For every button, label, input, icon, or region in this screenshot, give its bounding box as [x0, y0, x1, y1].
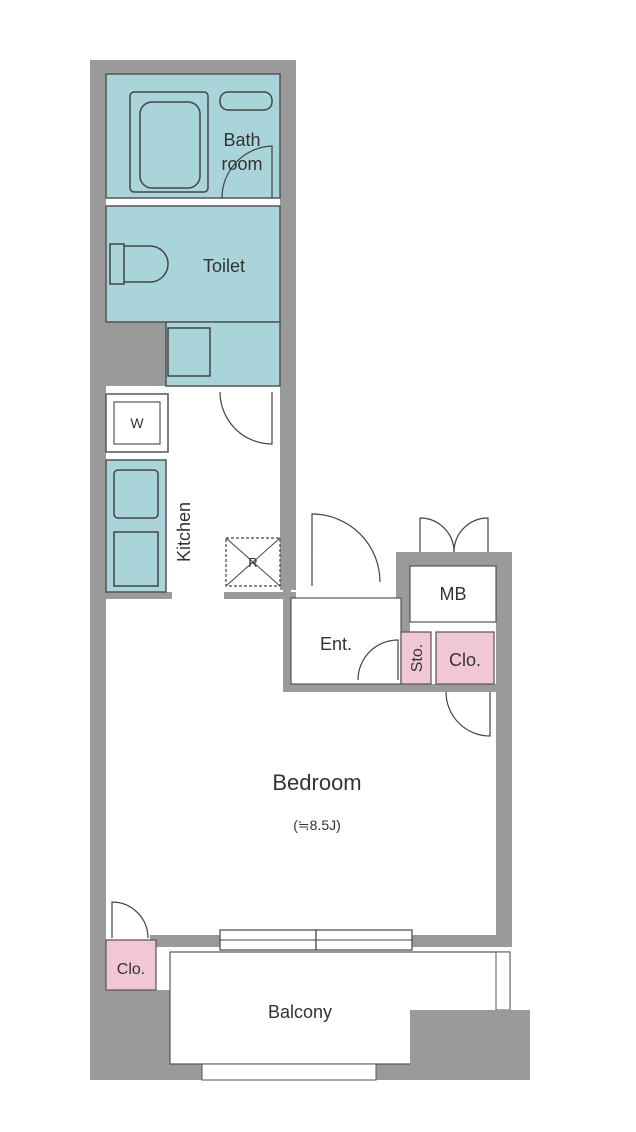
washer-area: W	[105, 393, 169, 453]
door-swing-icon	[419, 517, 455, 553]
toilet-label: Toilet	[203, 256, 245, 276]
washer-label: W	[130, 415, 144, 431]
wall-left	[90, 60, 106, 1080]
meter-box-label: MB	[440, 584, 467, 604]
balcony: Balcony	[169, 951, 511, 1081]
balcony-label: Balcony	[268, 1002, 332, 1022]
bathtub-icon	[129, 91, 209, 193]
sliding-door	[219, 929, 413, 951]
closet-entry-label: Clo.	[449, 650, 481, 670]
fridge-area: R	[225, 537, 281, 587]
stove-icon	[113, 531, 159, 587]
toilet-icon	[109, 243, 169, 285]
bathroom-label-line1: Bath	[223, 130, 260, 150]
wall-mb-top	[396, 552, 512, 566]
closet-entry: Clo.	[435, 631, 495, 737]
entrance: Ent.	[290, 513, 402, 685]
bathroom: Bath room	[105, 73, 281, 199]
wall-bottom-right-overlay	[410, 1010, 530, 1080]
kitchen-label: Kitchen	[174, 502, 194, 562]
wall-right-upper	[280, 60, 296, 590]
kitchen: Kitchen	[105, 459, 194, 593]
storage-label: Sto.	[409, 644, 426, 672]
bedroom-size: (≒8.5J)	[293, 817, 341, 833]
door-swing-icon	[445, 691, 491, 737]
meter-box: MB	[409, 517, 497, 623]
wall-entrance-bottom	[283, 684, 496, 692]
wall-right-bedroom	[496, 552, 512, 947]
door-swing-icon	[357, 639, 399, 681]
door-swing-icon	[221, 145, 273, 199]
wall-top	[90, 60, 296, 74]
bathroom-label-line2: room	[221, 154, 262, 174]
bedroom-label: Bedroom	[272, 770, 361, 795]
door-swing-icon	[311, 513, 381, 586]
wall-kitchen-bottom-l	[106, 592, 172, 599]
door-swing-icon	[453, 517, 489, 553]
fridge-label: R	[248, 555, 257, 570]
closet-bedroom-label: Clo.	[117, 961, 145, 978]
wall-kitchen-bottom-r	[224, 592, 296, 599]
door-swing-icon	[111, 901, 149, 939]
washbasin-icon	[219, 91, 273, 111]
toilet-room: Toilet	[105, 205, 281, 445]
door-swing-icon	[219, 391, 273, 445]
bedroom: Bedroom (≒8.5J)	[272, 770, 361, 833]
sink-icon	[167, 327, 211, 377]
wall-entrance-left	[283, 588, 291, 688]
closet-bedroom: Clo.	[105, 901, 157, 991]
storage: Sto.	[400, 631, 432, 685]
wall-utility-block	[106, 322, 166, 386]
entrance-label: Ent.	[320, 634, 352, 654]
sink-icon	[113, 469, 159, 519]
